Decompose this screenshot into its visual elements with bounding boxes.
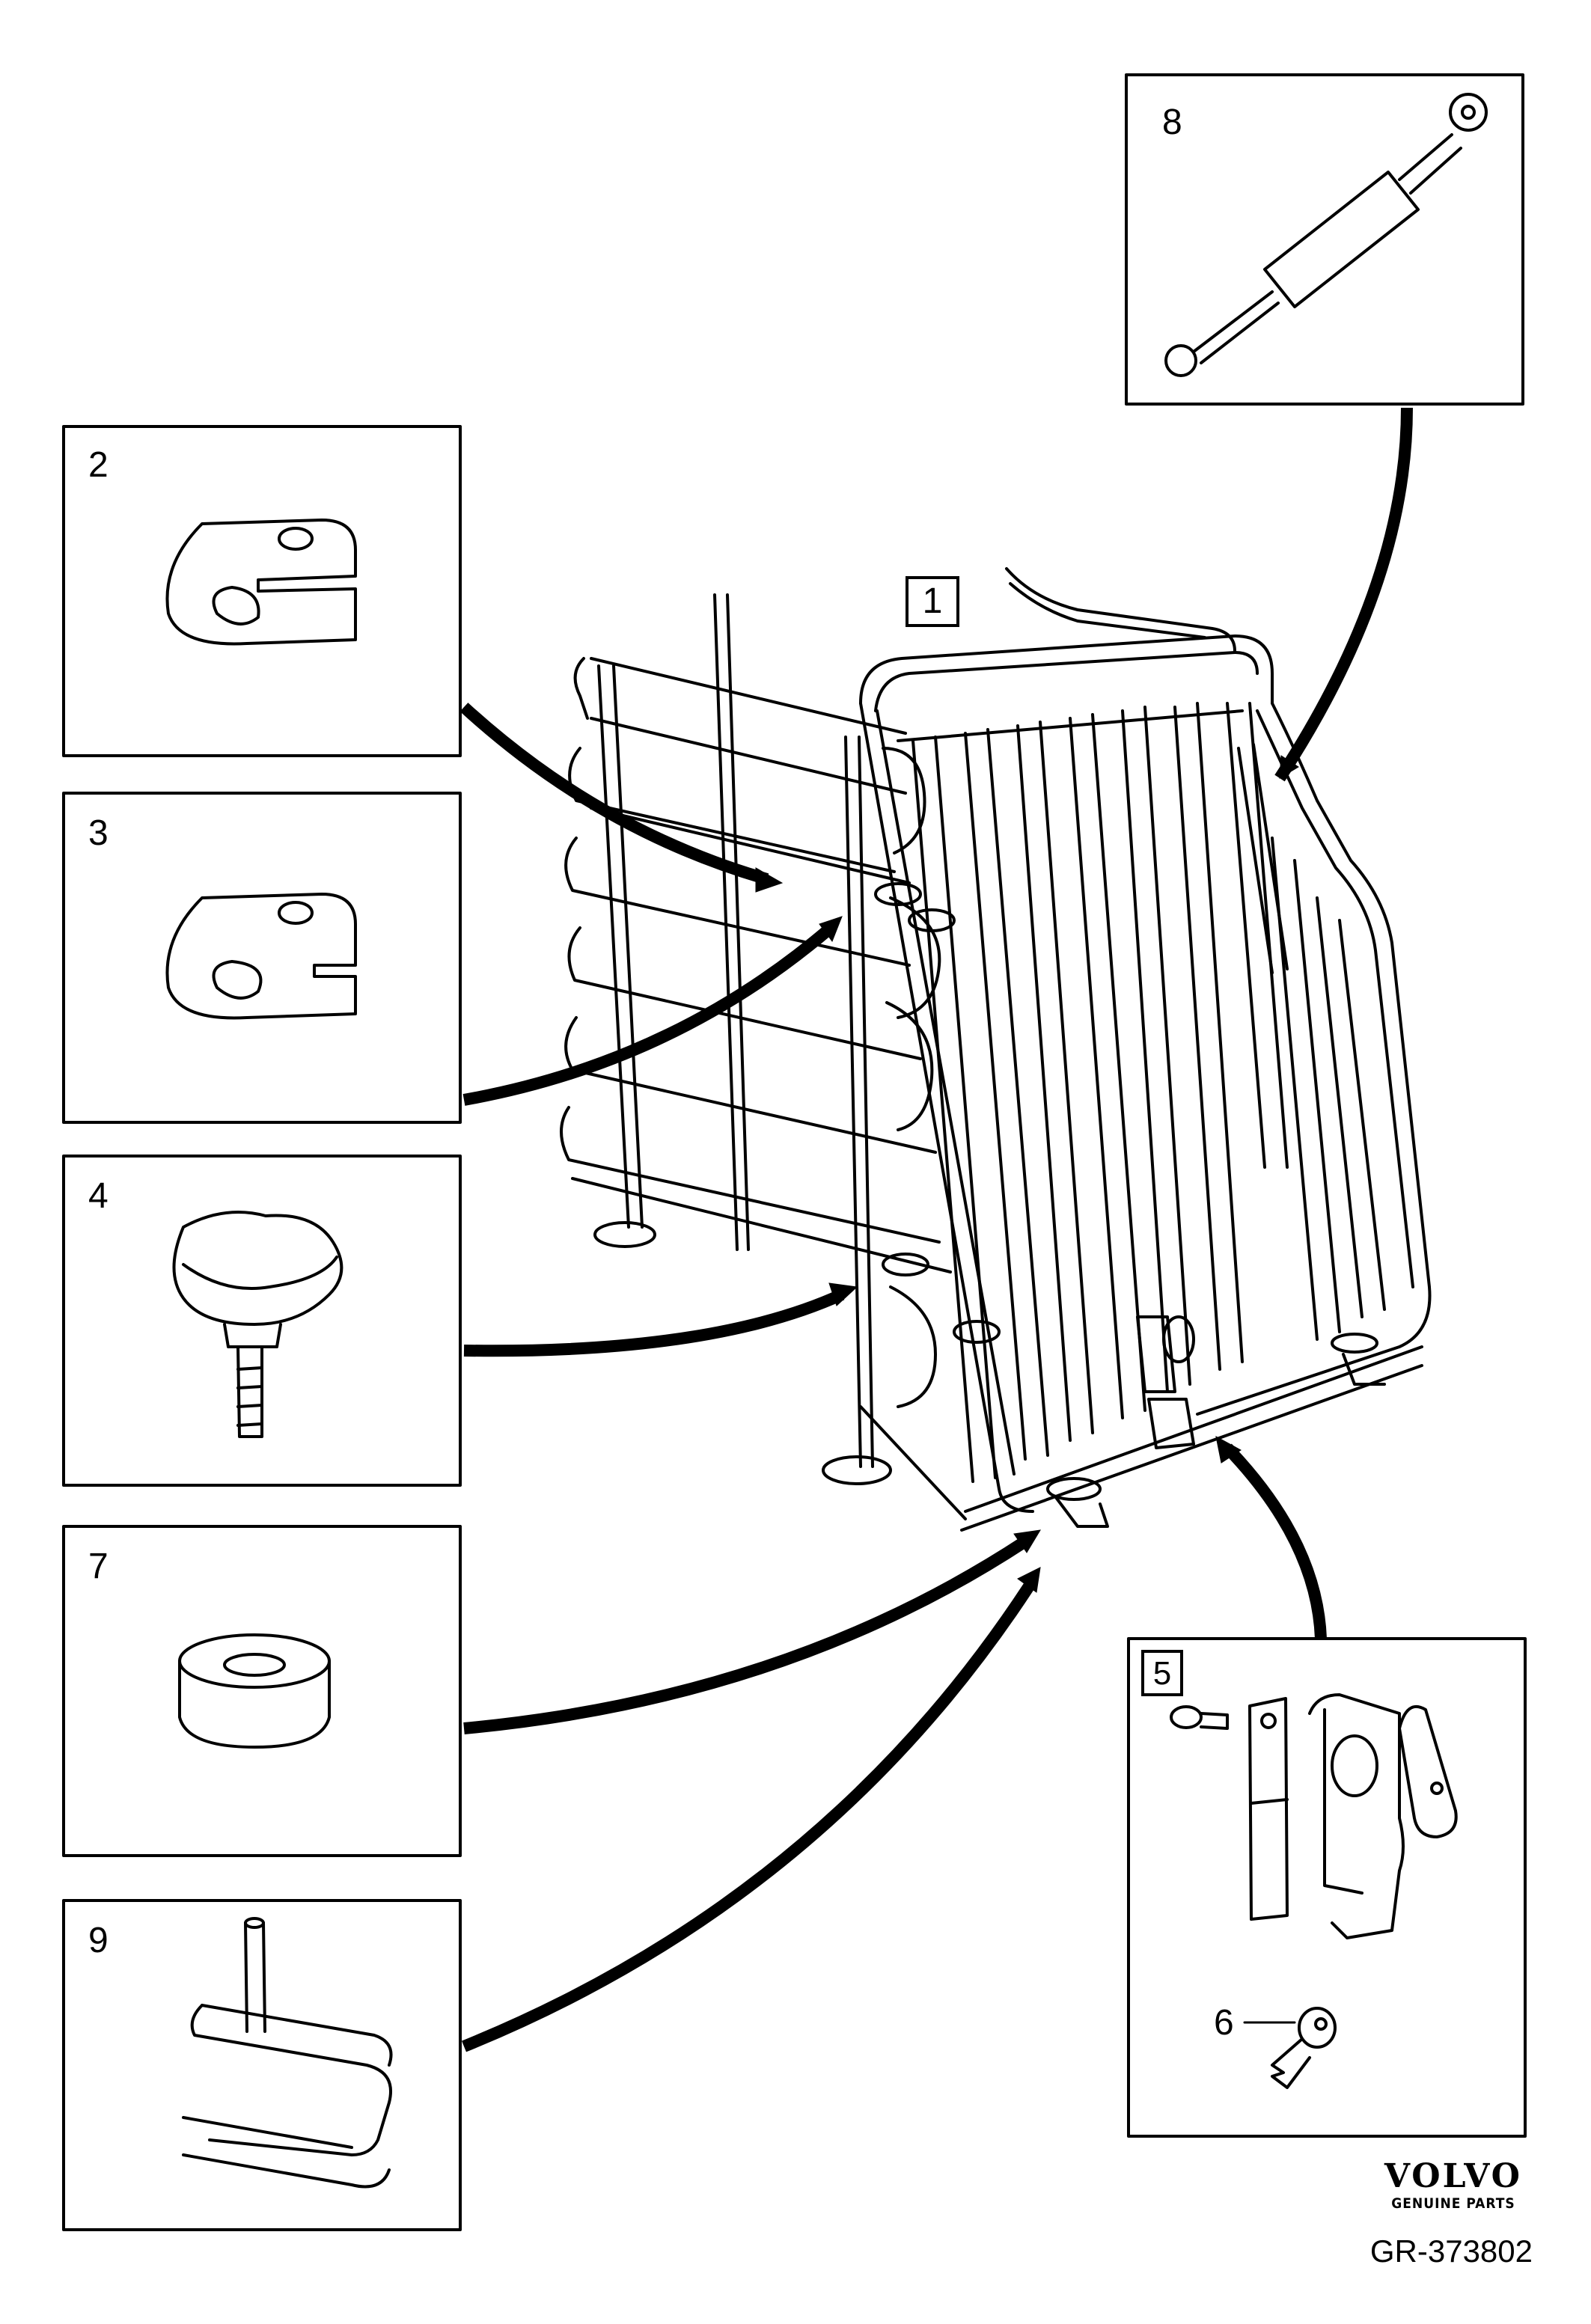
floor-clamp-drawing — [182, 1917, 393, 2189]
callout-frame-4 — [62, 1155, 462, 1487]
gas-strut-drawing — [1164, 93, 1488, 377]
callout-frame-7 — [62, 1525, 462, 1857]
partition-assembly — [560, 567, 1432, 1532]
callout-label-9: 9 — [88, 1921, 109, 1960]
washer-drawing — [178, 1633, 331, 1749]
callout-label-4: 4 — [88, 1176, 109, 1216]
callout-frame-5 — [1127, 1637, 1527, 2138]
callout-frame-8 — [1125, 73, 1524, 406]
callout-label-6: 6 — [1214, 2003, 1234, 2043]
callout-frame-9 — [62, 1899, 462, 2231]
star-knob-drawing — [172, 1211, 343, 1438]
brand-name: VOLVO — [1384, 2157, 1522, 2195]
lock-drawing — [1170, 1693, 1458, 2089]
callout-label-3: 3 — [88, 813, 109, 853]
reference-code: GR-373802 — [1369, 2233, 1533, 2269]
callout-frame-2 — [62, 425, 462, 757]
connector-arrows — [459, 407, 1413, 2052]
callout-label-1: 1 — [906, 576, 959, 627]
callout-frame-3 — [62, 792, 462, 1124]
closed-clip-drawing — [165, 893, 357, 1020]
callout-label-8: 8 — [1162, 103, 1182, 142]
brand-logo: VOLVO GENUINE PARTS — [1384, 2159, 1522, 2213]
callout-label-5: 5 — [1141, 1650, 1183, 1696]
callout-label-2: 2 — [88, 445, 109, 485]
open-clip-drawing — [165, 519, 357, 646]
callout-label-7: 7 — [88, 1547, 109, 1586]
brand-tagline: GENUINE PARTS — [1391, 2195, 1515, 2212]
